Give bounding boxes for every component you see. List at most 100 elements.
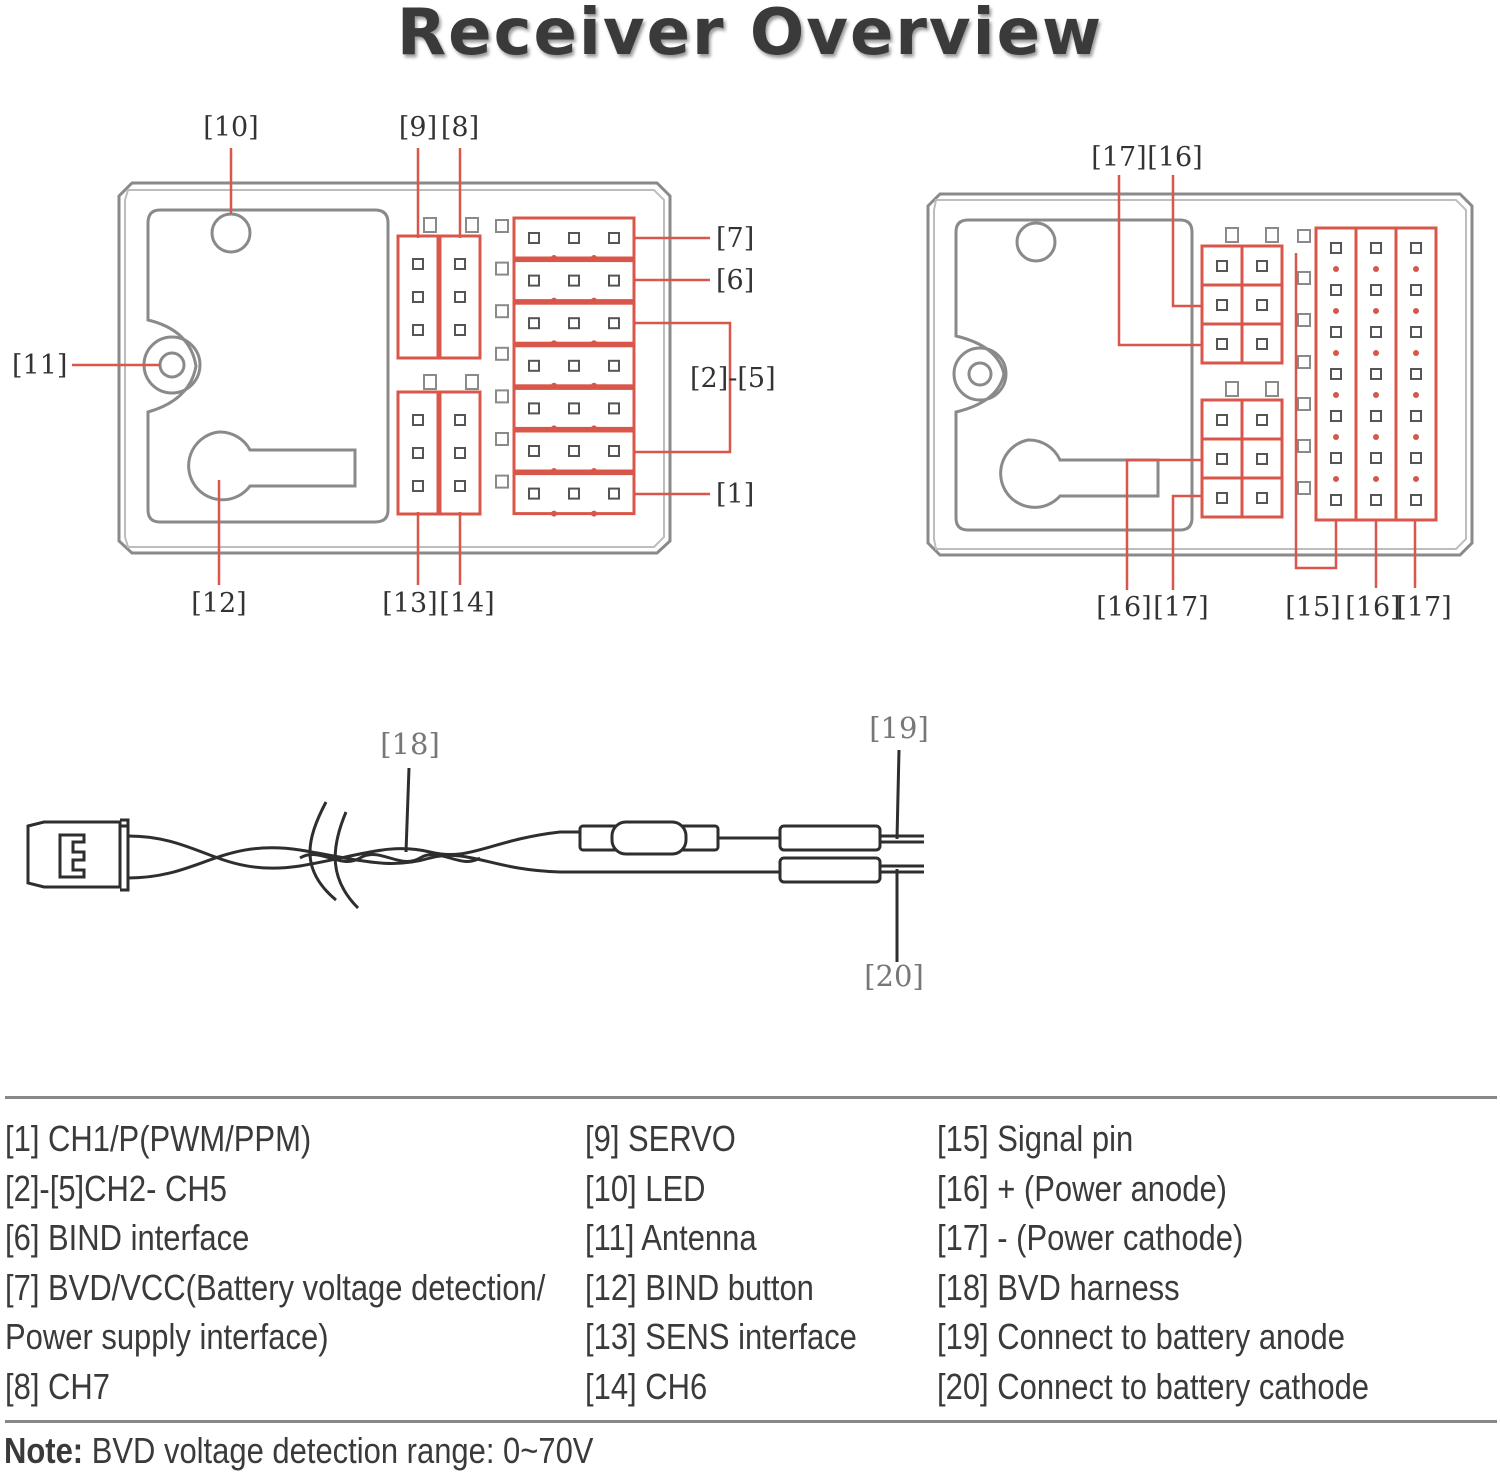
- pin-dot: [591, 510, 597, 517]
- label-14: [14]: [439, 588, 494, 619]
- pin-tab: [1265, 227, 1279, 243]
- receiver-diagram: [10] [9] [8] [7] [6] [11] [2]-[5] [1] [1…: [12, 112, 1474, 993]
- pin-dot: [1333, 476, 1339, 482]
- pin-dot: [1413, 266, 1419, 272]
- pin-tab: [495, 304, 509, 319]
- leader-lines: [72, 148, 1417, 590]
- connector-pin: [1370, 410, 1382, 422]
- label-back-16: [16]: [1345, 592, 1400, 623]
- label-back-top-16: [16]: [1147, 142, 1202, 173]
- legend-item: [1] CH1/P(PWM/PPM): [5, 1118, 312, 1159]
- callout-labels: [10] [9] [8] [7] [6] [11] [2]-[5] [1] [1…: [12, 112, 1452, 993]
- label-20: [20]: [864, 959, 924, 993]
- receiver-back: [926, 192, 1474, 557]
- connector-pin: [568, 487, 580, 500]
- legend-item: [18] BVD harness: [937, 1266, 1180, 1308]
- legend-item: [9] SERVO: [585, 1118, 736, 1159]
- bvd-harness: [26, 749, 924, 962]
- break-mark-1: [308, 801, 337, 902]
- connector-pin: [454, 480, 466, 492]
- connector-pin: [1370, 284, 1382, 296]
- legend-column-2: [9] SERVO [10] LED [11] Antenna [12] BIN…: [585, 1114, 857, 1412]
- legend-top-rule: [5, 1096, 1497, 1099]
- connector-pin: [1330, 284, 1342, 296]
- pin-dot: [1413, 476, 1419, 482]
- connector-pin: [568, 359, 580, 372]
- pin-tab: [495, 389, 509, 404]
- connector-pin: [454, 258, 466, 270]
- legend-item: [6] BIND interface: [5, 1217, 250, 1259]
- pin-dot: [1413, 392, 1419, 398]
- connector-pin: [528, 359, 540, 372]
- receiver-front: [117, 181, 672, 555]
- anode-terminal: [778, 824, 882, 852]
- label-18: [18]: [380, 727, 440, 761]
- connector-pin: [412, 480, 424, 492]
- connector-pin: [1330, 368, 1342, 380]
- connector-pin: [412, 414, 424, 426]
- harness-pointer: [404, 767, 411, 853]
- legend-item: [13] SENS interface: [585, 1316, 857, 1358]
- pin-tab: [1297, 397, 1311, 411]
- connector-pin: [1410, 494, 1422, 506]
- label-12: [12]: [191, 588, 246, 619]
- label-13: [13]: [382, 588, 437, 619]
- connector-pin: [1410, 368, 1422, 380]
- pin-dot: [1333, 350, 1339, 356]
- legend-column-3: [15] Signal pin [16] + (Power anode) [17…: [937, 1114, 1369, 1412]
- connector-pin: [1216, 260, 1228, 272]
- connector-pin: [412, 324, 424, 336]
- connector-pin: [1256, 260, 1268, 272]
- pin-dot: [1373, 308, 1379, 314]
- legend-item: [20] Connect to battery cathode: [937, 1365, 1370, 1407]
- connector-pin: [568, 274, 580, 287]
- connector-pin: [1216, 492, 1228, 504]
- pin-dot: [1333, 266, 1339, 272]
- connector-pin: [412, 258, 424, 270]
- pin-dot: [1333, 308, 1339, 314]
- legend-item: [7] BVD/VCC(Battery voltage detection/: [5, 1266, 546, 1308]
- legend-item: [15] Signal pin: [937, 1118, 1134, 1159]
- connector-pin: [1410, 410, 1422, 422]
- wire-a: [127, 830, 580, 870]
- connector-pin: [1410, 326, 1422, 338]
- legend-column-1: [1] CH1/P(PWM/PPM) [2]-[5]CH2- CH5 [6] B…: [5, 1114, 545, 1412]
- label-back-bottom-16: [16]: [1096, 592, 1151, 623]
- pin-dot: [1413, 434, 1419, 440]
- legend-item: [2]-[5]CH2- CH5: [5, 1167, 227, 1209]
- legend-item: [8] CH7: [5, 1365, 110, 1407]
- legend-item: [16] + (Power anode): [937, 1167, 1227, 1209]
- pin-dot: [1333, 392, 1339, 398]
- pin-dot: [1413, 350, 1419, 356]
- legend-item: [11] Antenna: [585, 1217, 757, 1259]
- legend-item: [17] - (Power cathode): [937, 1217, 1244, 1259]
- pin-dot: [551, 510, 557, 517]
- connector-pin: [1370, 368, 1382, 380]
- connector-pin: [1370, 452, 1382, 464]
- pin-tab: [1225, 227, 1239, 243]
- label-8: [8]: [441, 112, 479, 143]
- pin-tab: [495, 432, 509, 446]
- connector-pin: [528, 487, 540, 500]
- connector-pin: [412, 447, 424, 459]
- note-text: BVD voltage detection range: 0~70V: [83, 1430, 594, 1471]
- label-back-15: [15]: [1285, 592, 1340, 623]
- pin-dot: [1373, 476, 1379, 482]
- connector-pin: [568, 317, 580, 330]
- connector-pin: [568, 445, 580, 457]
- legend-item: Power supply interface): [5, 1316, 329, 1358]
- label-back-top-17: [17]: [1091, 142, 1146, 173]
- connector-pin: [454, 447, 466, 459]
- label-1: [1]: [716, 479, 754, 510]
- receiver-front-case-inner: [124, 189, 665, 548]
- pin-tab: [495, 219, 509, 233]
- note-label: Note:: [4, 1430, 84, 1471]
- connector-pin: [1216, 453, 1228, 465]
- note: Note: BVD voltage detection range: 0~70V: [4, 1430, 593, 1472]
- connector-pin: [1370, 494, 1382, 506]
- pin-dot: [1373, 434, 1379, 440]
- label-back-17: [17]: [1396, 592, 1451, 623]
- connector-pin: [1216, 338, 1228, 350]
- pin-tab: [423, 217, 437, 233]
- connector-pin: [608, 232, 620, 244]
